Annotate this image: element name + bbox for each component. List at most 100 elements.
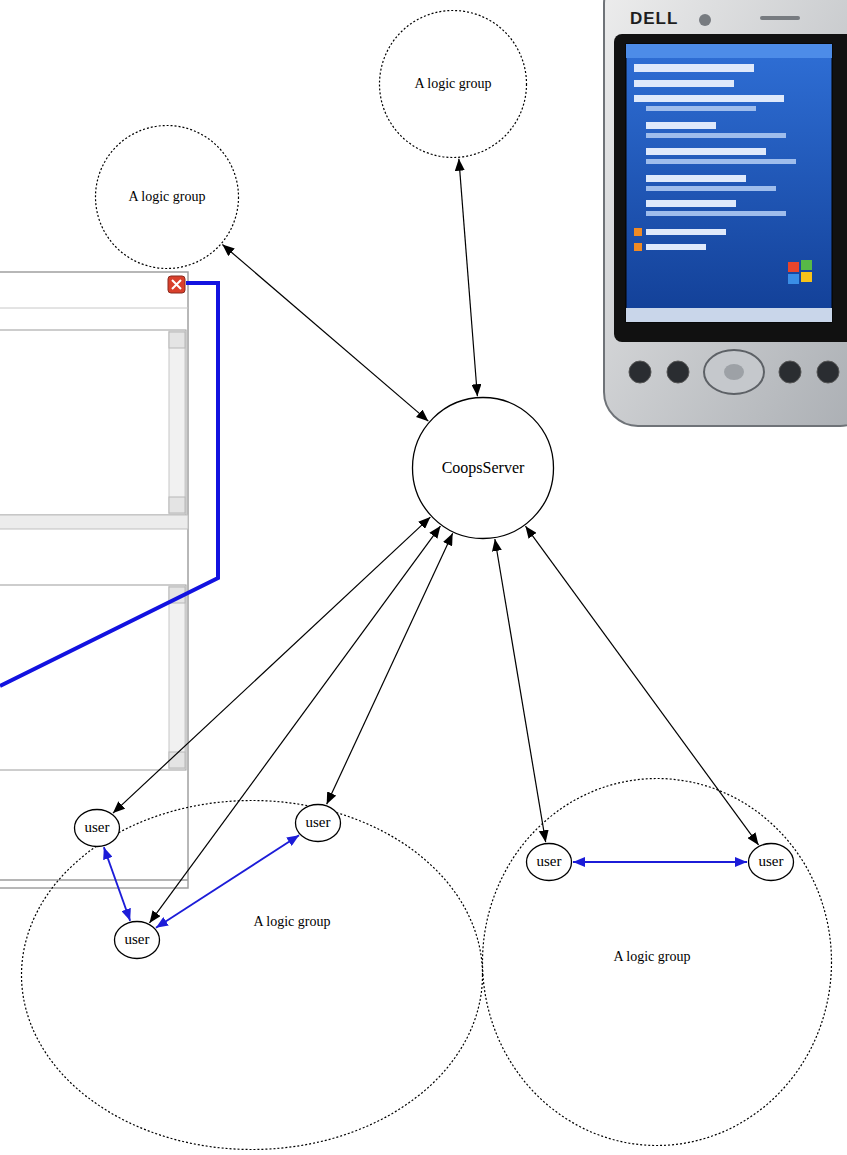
window-frame [0,272,188,888]
pda-body [604,0,847,426]
node-text: CoopsServer [442,459,525,477]
connector-arrow [222,245,428,422]
node-circle: user [113,920,161,960]
text-holder: A logic group [254,914,331,930]
window-fragment [0,272,188,888]
pda-button [667,361,689,383]
connector-arrow [525,526,758,845]
node-text: user [125,931,150,948]
screen-row [634,80,734,87]
outline-shape [296,805,341,842]
screen-row [646,122,716,129]
outline-shape [115,922,160,959]
node-circle: user [73,808,121,848]
node-circle: user [294,803,342,843]
screen-row [634,64,754,72]
scrollbar [169,331,185,514]
outline-shape [75,810,120,847]
node-circle: user [747,842,795,882]
pda-button [629,361,651,383]
screen-icon [634,243,642,251]
screen-bar [626,44,832,58]
connector-arrow [156,835,299,928]
pda-picture [604,0,847,426]
callout-bracket [0,283,218,686]
connector-arrow [495,539,546,842]
close-cross [172,280,181,289]
node-text: user [85,819,110,836]
scrollbar [169,586,185,769]
screen-row [646,148,766,155]
text-holder: A logic group [614,949,691,965]
divider [0,879,188,881]
node-text: user [306,814,331,831]
screen-row [646,244,706,250]
node-text: A logic group [254,914,331,930]
screen-row [646,175,746,182]
text-holder: user [759,853,784,870]
node-text: A logic group [614,949,691,965]
text-holder: user [537,853,562,870]
screen-row [646,200,736,207]
screen-row [646,186,776,191]
outline-shape [749,844,794,881]
node-circle: CoopsServer [411,396,555,540]
group-ellipse: A logic group user user user [20,799,484,1151]
flag-tile [801,260,812,270]
text-holder: A logic group [415,76,492,92]
scroll-arrow [169,752,185,768]
close-button [168,276,185,293]
screen-row [646,159,796,164]
flag-tile [788,262,799,272]
connector-arrow [459,159,478,396]
flag-tile [801,272,812,282]
divider [0,308,188,309]
connector-arrow [104,847,130,921]
outline-shape [527,844,572,881]
screen-row [646,133,786,138]
text-holder: user [306,814,331,831]
connector-arrow [573,861,747,863]
screen-row [634,95,784,102]
text-holder: CoopsServer [442,459,525,477]
node-text: A logic group [129,189,206,205]
windows-flag [788,260,812,284]
pda-screen [626,44,832,322]
group-ellipse: A logic group [378,9,528,159]
screen-icon [634,228,642,236]
outline-shape [413,398,554,539]
scroll-arrow [169,497,185,513]
outline [20,799,484,1151]
list-box [0,585,186,770]
nav-center [724,364,744,380]
outline-shape [380,11,527,158]
text-holder: user [85,819,110,836]
screen-menu-bar [626,308,832,322]
scroll-arrow [169,332,185,348]
splitter [0,515,188,529]
pda-button [817,361,839,383]
outline-shape [22,801,483,1150]
pda-button [779,361,801,383]
pda-sensor [699,14,711,26]
connector-arrow [327,533,453,804]
node-text: A logic group [415,76,492,92]
text-holder: user [125,931,150,948]
nav-pad [704,350,764,394]
connector-arrow [113,517,430,813]
outline-shape [483,779,832,1146]
flag-tile [788,274,799,284]
group-ellipse: A logic group [94,124,240,270]
list-box [0,330,186,515]
screen-row [646,229,726,235]
pda-speaker [760,16,800,20]
node-text: user [537,853,562,870]
screen-row [646,106,756,111]
pda-face [614,34,847,342]
connector-arrow [150,526,441,923]
group-ellipse: A logic group user user [481,777,833,1147]
device-logo: DELL [630,9,678,29]
